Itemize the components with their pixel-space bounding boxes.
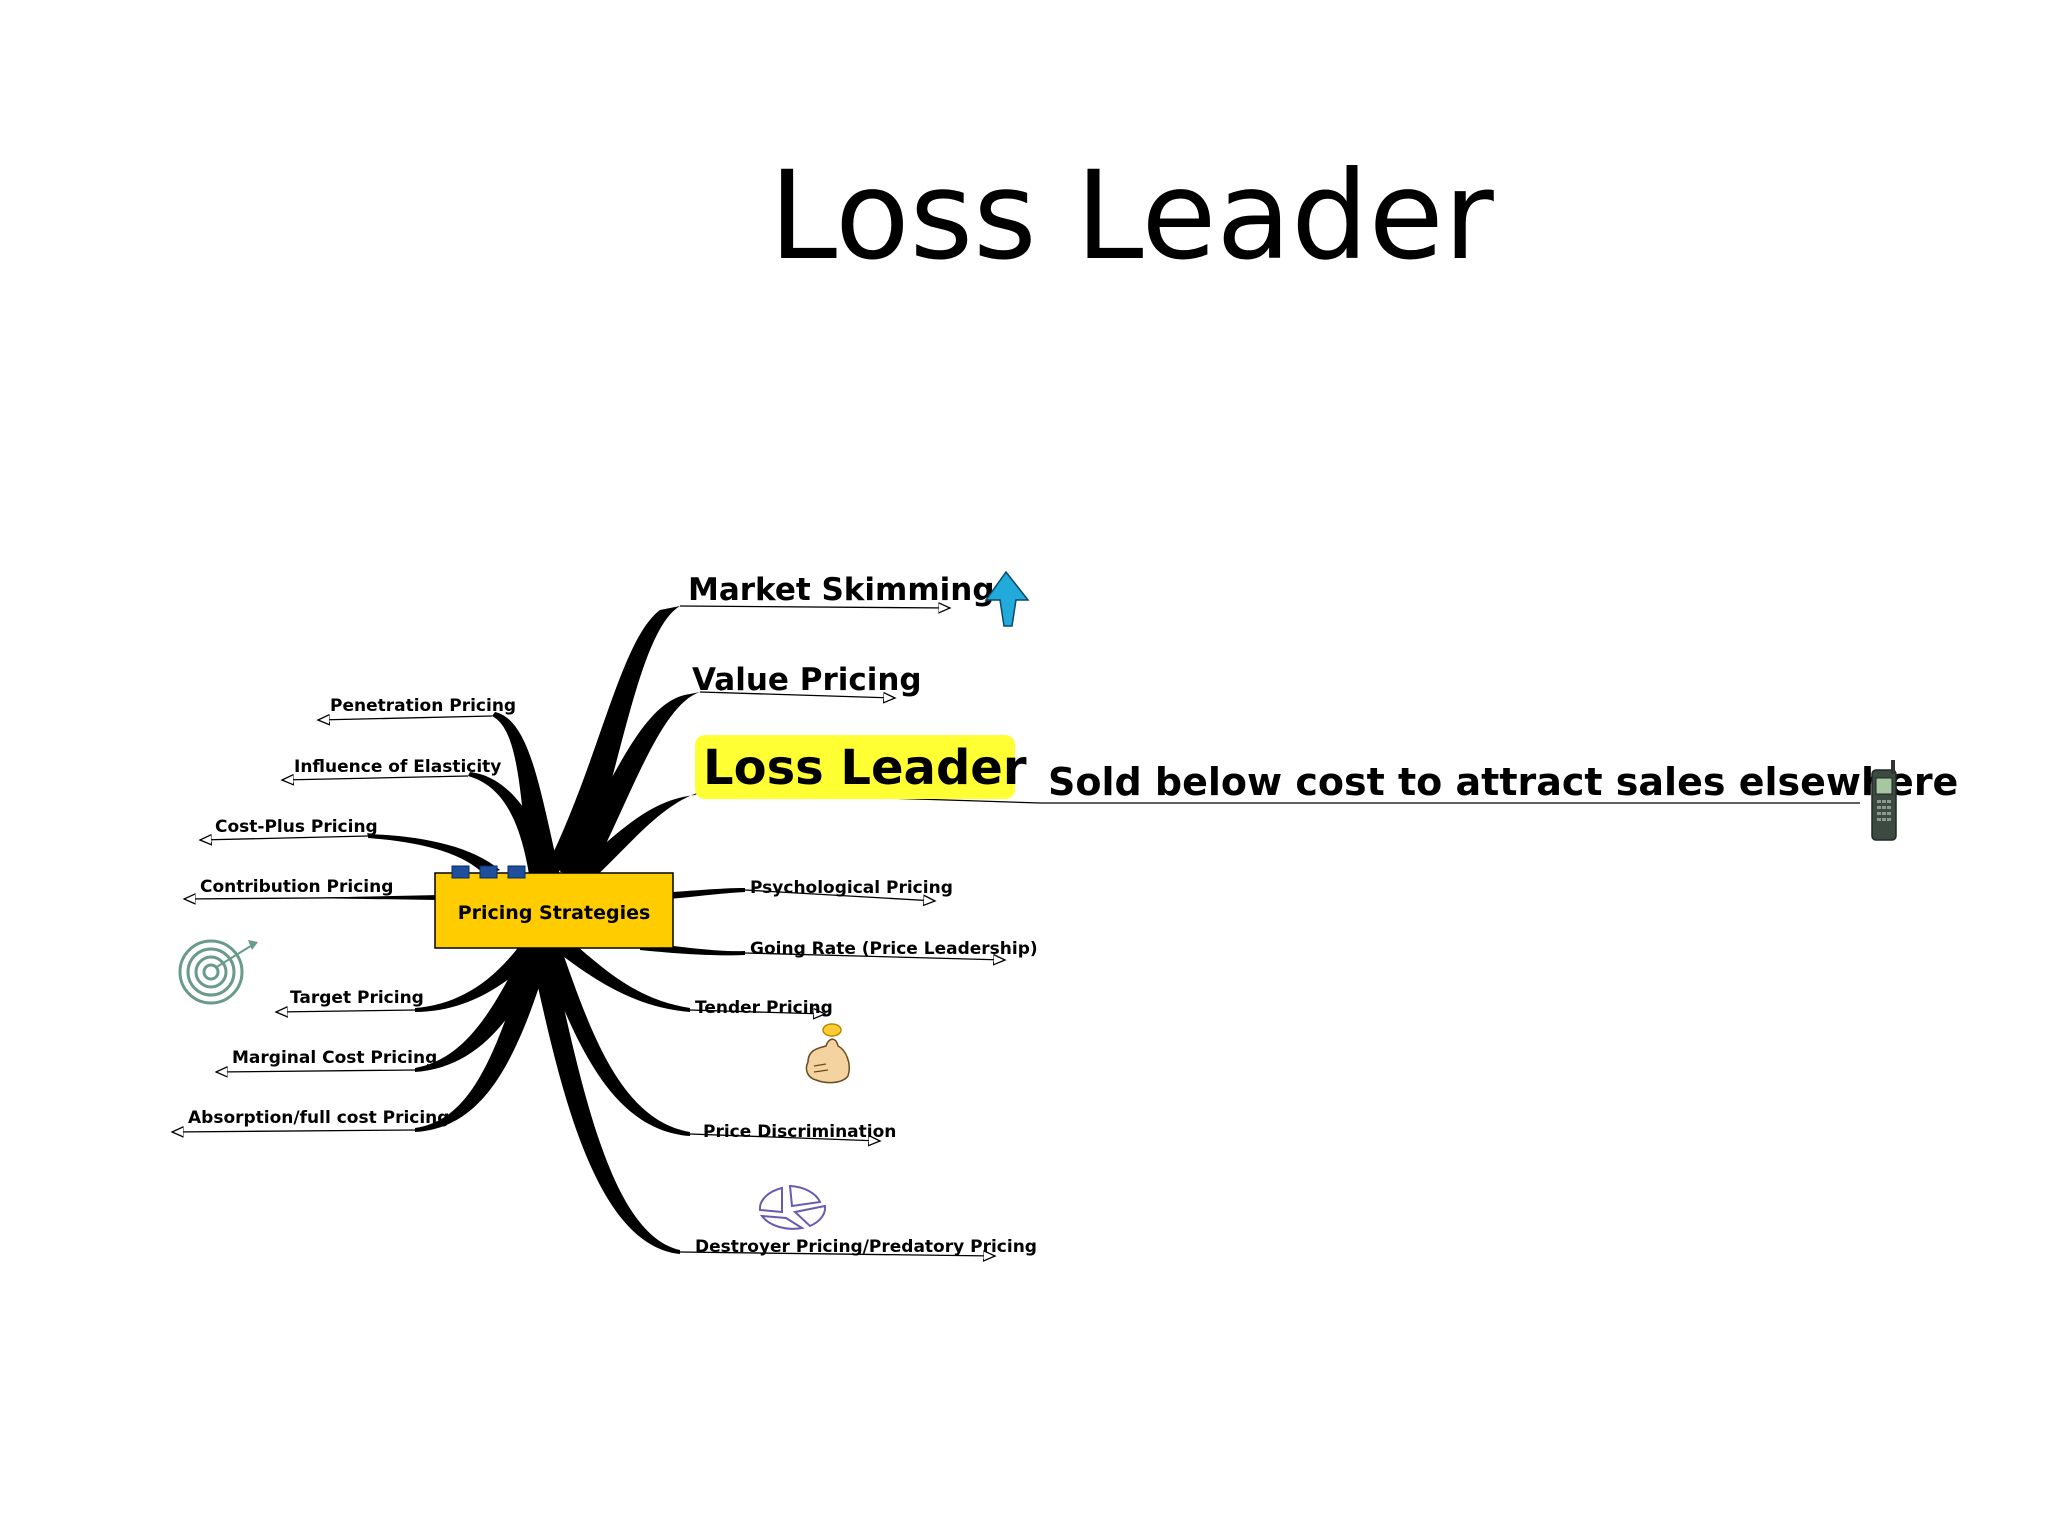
slide-title: Loss Leader (769, 145, 1494, 287)
branch-contribution-pricing[interactable]: Contribution Pricing (200, 877, 393, 897)
trunk-influence (468, 772, 555, 880)
trunk-marginal (415, 945, 545, 1072)
loss-leader-highlight (695, 735, 1015, 799)
trunk-price-discrimination (540, 945, 690, 1136)
connector-square (451, 865, 470, 879)
branch-influence-of-elasticity[interactable]: Influence of Elasticity (294, 757, 501, 777)
center-label: Pricing Strategies (458, 902, 651, 924)
branch-marginal-cost-pricing[interactable]: Marginal Cost Pricing (232, 1048, 437, 1068)
trunk-destroyer (530, 945, 680, 1254)
connector-square (479, 865, 498, 879)
trunk-target (415, 945, 540, 1012)
branch-psychological-pricing[interactable]: Psychological Pricing (750, 878, 953, 898)
branch-price-discrimination[interactable]: Price Discrimination (703, 1122, 896, 1142)
branch-penetration-pricing[interactable]: Penetration Pricing (330, 696, 516, 716)
branch-value-pricing[interactable]: Value Pricing (692, 662, 922, 698)
center-box[interactable] (434, 872, 674, 949)
branch-loss-leader[interactable]: Loss Leader (703, 740, 1027, 796)
center-node[interactable]: Pricing Strategies (434, 865, 674, 949)
branch-cost-plus-pricing[interactable]: Cost-Plus Pricing (215, 817, 378, 837)
branch-trunks (368, 606, 745, 1254)
trunk-value-pricing (560, 692, 700, 876)
branch-absorption-pricing[interactable]: Absorption/full cost Pricing (188, 1108, 449, 1128)
target-icon (178, 939, 258, 1005)
trunk-psychological (660, 888, 745, 900)
branch-tender-pricing[interactable]: Tender Pricing (695, 998, 833, 1018)
trunk-absorption (415, 945, 550, 1132)
branch-destroyer-pricing[interactable]: Destroyer Pricing/Predatory Pricing (695, 1237, 1037, 1257)
connector-square (507, 865, 526, 879)
trunk-loss-leader (570, 792, 700, 880)
loss-leader-description: Sold below cost to attract sales elsewhe… (1048, 760, 1958, 804)
trunk-contribution (300, 895, 440, 900)
pie-chart-icon (758, 1184, 827, 1230)
mobile-phone-icon (1871, 760, 1897, 841)
up-arrow-icon (984, 570, 1030, 627)
trunk-penetration (492, 712, 560, 878)
trunk-tender (555, 940, 690, 1012)
trunk-market-skimming (545, 606, 680, 872)
branch-target-pricing[interactable]: Target Pricing (290, 988, 424, 1008)
branch-market-skimming[interactable]: Market Skimming (688, 572, 995, 608)
branch-going-rate[interactable]: Going Rate (Price Leadership) (750, 939, 1038, 959)
thumbs-up-coin-icon (805, 1023, 850, 1084)
